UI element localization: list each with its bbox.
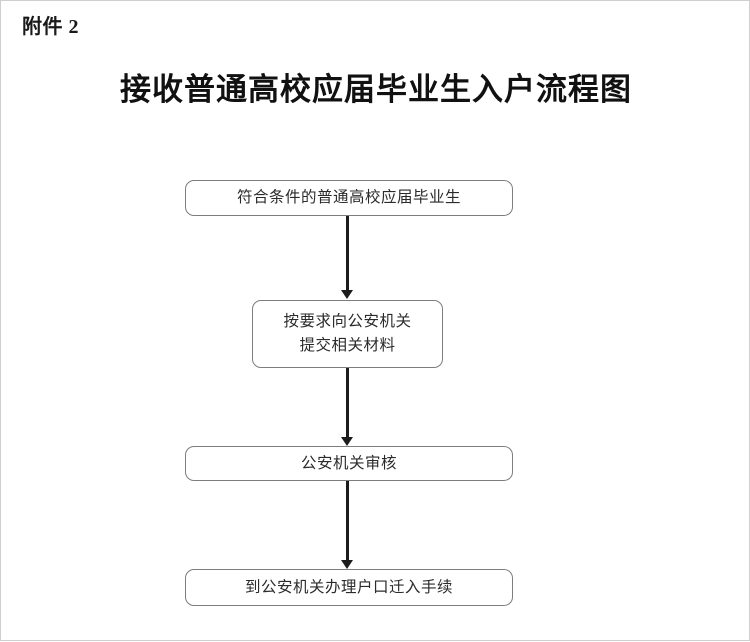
flow-connector-2-line <box>346 368 349 437</box>
flow-node-start-label: 符合条件的普通高校应届毕业生 <box>236 189 461 206</box>
flow-node-submit: 按要求向公安机关 提交相关材料 <box>252 300 443 368</box>
flow-connector-3-arrowhead-icon <box>341 560 353 569</box>
flow-node-finish: 到公安机关办理户口迁入手续 <box>185 569 513 606</box>
flow-connector-1-arrowhead-icon <box>341 290 353 299</box>
flow-connector-2-arrowhead-icon <box>341 437 353 446</box>
flow-connector-1-line <box>346 216 349 290</box>
flow-node-review: 公安机关审核 <box>185 446 513 481</box>
attachment-label: 附件 2 <box>22 16 79 38</box>
flow-node-start: 符合条件的普通高校应届毕业生 <box>185 180 513 216</box>
flow-node-finish-label: 到公安机关办理户口迁入手续 <box>244 578 453 596</box>
flow-node-review-label: 公安机关审核 <box>300 454 397 472</box>
page-title: 接收普通高校应届毕业生入户流程图 <box>120 72 632 107</box>
flow-connector-3-line <box>346 481 349 560</box>
flow-node-submit-label: 按要求向公安机关 提交相关材料 <box>283 313 412 354</box>
